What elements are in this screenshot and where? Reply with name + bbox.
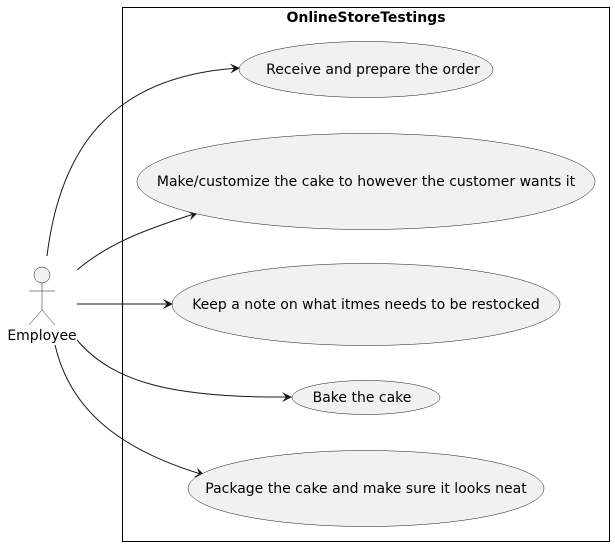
association-bake-cake xyxy=(76,339,292,403)
use-case-ellipse xyxy=(136,133,596,230)
use-case-bake-cake: Bake the cake xyxy=(291,380,441,415)
use-case-label: Receive and prepare the order xyxy=(266,62,480,78)
association-package-cake xyxy=(54,344,205,478)
association-customize-cake xyxy=(76,210,198,271)
use-case-restock-note: Keep a note on what itmes needs to be re… xyxy=(171,263,561,346)
use-case-ellipse xyxy=(291,380,441,415)
association-receive-order xyxy=(46,63,240,257)
use-case-ellipse xyxy=(187,450,545,527)
actor-employee: Employee xyxy=(7,266,77,344)
system-title: OnlineStoreTestings xyxy=(286,10,445,26)
use-case-label: Bake the cake xyxy=(313,390,412,406)
use-case-ellipse xyxy=(171,263,561,346)
use-case-label: Make/customize the cake to however the c… xyxy=(157,174,576,190)
use-case-label: Package the cake and make sure it looks … xyxy=(205,481,527,497)
use-case-package-cake: Package the cake and make sure it looks … xyxy=(187,450,545,527)
use-case-customize-cake: Make/customize the cake to however the c… xyxy=(136,133,596,230)
use-case-label: Keep a note on what itmes needs to be re… xyxy=(192,297,540,313)
use-case-receive-order: Receive and prepare the order xyxy=(238,41,494,98)
actor-label: Employee xyxy=(7,328,76,344)
system-boundary-frame xyxy=(122,7,610,542)
actor-right-leg xyxy=(41,309,56,326)
associations xyxy=(46,63,292,478)
use-case-ellipse xyxy=(238,41,494,98)
actor-head xyxy=(33,266,51,284)
actor-left-leg xyxy=(28,309,43,326)
system-boundary: OnlineStoreTestings xyxy=(122,7,610,542)
